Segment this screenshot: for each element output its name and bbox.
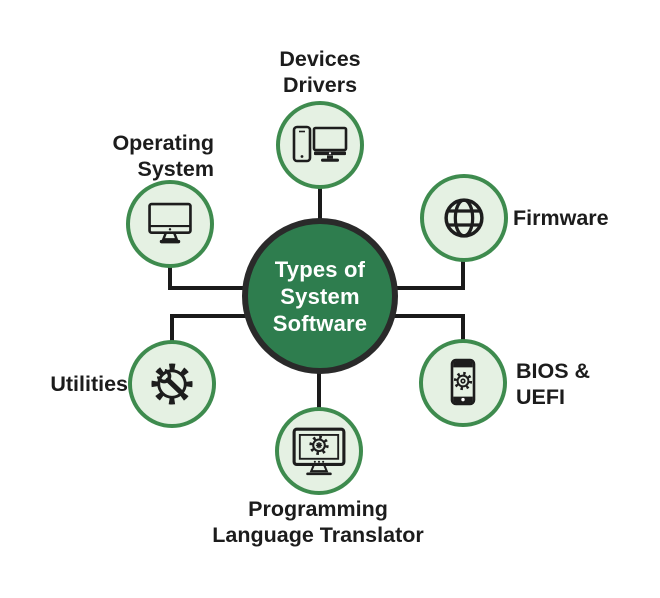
node-circle-programming-language-translator bbox=[275, 407, 363, 495]
label-bios-uefi: BIOS & UEFI bbox=[516, 359, 591, 409]
globe-icon bbox=[438, 192, 490, 244]
desktop-monitor-icon bbox=[145, 201, 195, 247]
center-title-line: Types of bbox=[274, 256, 366, 282]
connector-upper-left-vertical bbox=[168, 264, 172, 290]
node-circle-utilities bbox=[128, 340, 216, 428]
label-devices-drivers: Devices Drivers bbox=[279, 47, 361, 97]
center-title-line: Software bbox=[272, 310, 368, 336]
node-circle-firmware bbox=[420, 174, 508, 262]
connector-upper-left-horizontal bbox=[168, 286, 250, 290]
connector-bottom bbox=[317, 367, 321, 412]
connector-lower-right-vertical bbox=[461, 314, 465, 341]
phone-and-monitor-icon bbox=[291, 125, 349, 165]
connector-upper-right-vertical bbox=[461, 258, 465, 290]
connector-upper-right-horizontal bbox=[390, 286, 465, 290]
gear-wrench-icon bbox=[145, 357, 199, 411]
node-circle-operating-system bbox=[126, 180, 214, 268]
center-title-line: System bbox=[280, 283, 360, 309]
smartphone-gear-icon bbox=[446, 358, 480, 408]
center-node-types-of-system-software: Types of System Software bbox=[242, 218, 398, 374]
node-circle-bios-uefi bbox=[419, 339, 507, 427]
connector-lower-left-vertical bbox=[170, 314, 174, 344]
label-operating-system: Operating System bbox=[112, 131, 214, 181]
monitor-gear-icon bbox=[291, 426, 347, 476]
connector-top bbox=[318, 185, 322, 225]
node-circle-devices-drivers bbox=[276, 101, 364, 189]
label-firmware: Firmware bbox=[513, 206, 609, 230]
label-utilities: Utilities bbox=[50, 372, 128, 396]
connector-lower-left-horizontal bbox=[170, 314, 250, 318]
label-programming-language-translator: Programming Language Translator bbox=[212, 497, 424, 547]
connector-lower-right-horizontal bbox=[390, 314, 465, 318]
